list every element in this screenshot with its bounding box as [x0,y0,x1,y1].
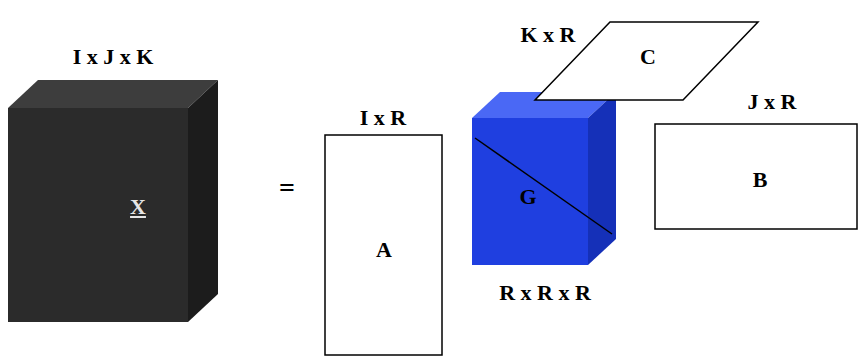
shape-part [655,124,857,229]
shape-part [8,108,188,322]
dimension-label: I x R [360,107,406,129]
shape-part [472,118,588,265]
shape-part [325,135,442,355]
factor-matrix: K x R C [498,15,762,105]
tensor-label: X [130,196,146,218]
matrix-label: C [640,46,656,68]
dimension-label: I x J x K [73,46,154,68]
matrix-label: B [753,169,768,191]
shape-part [188,80,218,322]
core-tensor-cube-outline [468,88,620,308]
factor-matrix: J x R B [652,86,858,232]
equals-sign: = [279,174,295,202]
matrix-label: A [376,239,392,261]
tensor-cube-outline [5,35,220,327]
core-tensor-cube: G R x R x R [468,88,620,308]
dimension-label: R x R x R [499,282,591,304]
core-label: G [519,186,536,208]
tensor-cube: I x J x K X [5,35,220,327]
shape-part [475,138,612,234]
dimension-label: J x R [748,91,797,113]
shape-part [588,92,616,265]
shape-part [8,80,218,108]
dimension-label: K x R [521,24,576,46]
factor-matrix-outline [322,100,446,358]
factor-matrix: I x R A [322,100,446,358]
